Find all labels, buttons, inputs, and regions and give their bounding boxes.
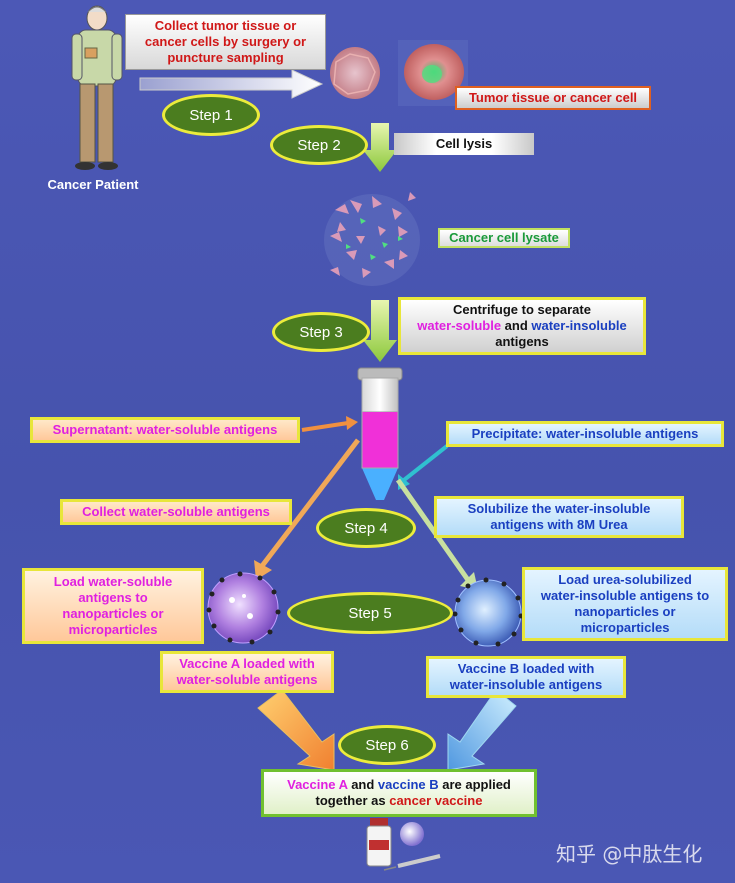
collect-tissue-box: Collect tumor tissue or cancer cells by … [125, 14, 326, 70]
arrow-vaccine-a-to-final [257, 689, 335, 771]
vaccine-particle [400, 822, 424, 846]
step2-badge: Step 2 [270, 125, 368, 165]
collect-line2: cancer cells by surgery or [144, 34, 307, 49]
supernatant-label: Supernatant: water-soluble antigens [30, 417, 300, 443]
centrifuge-insoluble: water-insoluble [531, 318, 627, 333]
final-vaccine-b: vaccine B [377, 777, 439, 792]
syringe [383, 854, 441, 871]
final-rest1: are applied [438, 777, 511, 792]
final-cancer-vaccine: cancer vaccine [389, 793, 483, 808]
centrifuge-line1: Centrifuge to separate [453, 302, 591, 317]
arrow-step2 [363, 123, 397, 172]
vaccine-a-line1: Vaccine A loaded with [179, 656, 315, 671]
load-urea-box: Load urea-solubilized water-insoluble an… [522, 567, 728, 641]
load-urea-line1: Load urea-solubilized [558, 572, 692, 587]
watermark: 知乎 @中肽生化 [556, 842, 703, 866]
arrow-vaccine-b-to-final [447, 689, 517, 771]
vaccine-b-line1: Vaccine B loaded with [457, 661, 595, 676]
precipitate-label: Precipitate: water-insoluble antigens [446, 421, 724, 447]
arrow-step3 [363, 300, 397, 362]
vaccine-b-box: Vaccine B loaded with water-insoluble an… [426, 656, 626, 698]
load-soluble-line4: microparticles [68, 622, 158, 637]
nanoparticle-a [206, 571, 281, 645]
vaccine-a-box: Vaccine A loaded with water-soluble anti… [160, 651, 334, 693]
load-soluble-line3: nanoparticles or [62, 606, 164, 621]
vaccine-b-line2: water-insoluble antigens [449, 677, 603, 692]
supernatant-pointer [301, 416, 358, 432]
centrifuge-and: and [501, 318, 532, 333]
load-soluble-line1: Load water-soluble [53, 574, 173, 589]
load-urea-line4: microparticles [580, 620, 670, 635]
load-urea-line2: water-insoluble antigens to [540, 588, 710, 603]
centrifuge-box: Centrifuge to separate water-soluble and… [398, 297, 646, 355]
solubilize-line2: antigens with 8M Urea [490, 517, 628, 532]
centrifuge-tube [357, 367, 403, 500]
final-vaccine-a: Vaccine A [287, 777, 348, 792]
step6-badge: Step 6 [338, 725, 436, 765]
collect-arrow [139, 69, 324, 99]
final-line2: together as cancer vaccine [316, 793, 483, 809]
load-soluble-line2: antigens to [78, 590, 148, 605]
cell-lysis-label: Cell lysis [394, 133, 534, 155]
step5-badge: Step 5 [287, 592, 453, 634]
centrifuge-soluble: water-soluble [417, 318, 502, 333]
lysate-label: Cancer cell lysate [438, 228, 570, 248]
load-urea-line3: nanoparticles or [574, 604, 676, 619]
patient-figure [71, 5, 123, 170]
solubilize-box: Solubilize the water-insoluble antigens … [434, 496, 684, 538]
cell-lysate-image [324, 192, 420, 286]
solubilize-line1: Solubilize the water-insoluble [467, 501, 651, 516]
collect-line1: Collect tumor tissue or [154, 18, 297, 33]
final-and: and [347, 777, 378, 792]
arrow-to-nano-a [254, 438, 360, 580]
final-line1: Vaccine A and vaccine B are applied [287, 777, 511, 793]
collect-soluble-label: Collect water-soluble antigens [60, 499, 292, 525]
tumor-label-box: Tumor tissue or cancer cell [455, 86, 651, 110]
centrifuge-line2: water-soluble and water-insoluble [417, 318, 627, 334]
tumor-tissue-image [330, 47, 380, 99]
step3-badge: Step 3 [272, 312, 370, 352]
vaccine-vial [366, 818, 392, 867]
nanoparticle-b [452, 577, 524, 647]
load-soluble-box: Load water-soluble antigens to nanoparti… [22, 568, 204, 644]
final-line2-pre: together as [315, 793, 390, 808]
patient-label: Cancer Patient [47, 177, 139, 192]
step1-badge: Step 1 [162, 94, 260, 136]
step4-badge: Step 4 [316, 508, 416, 548]
precipitate-pointer [398, 444, 449, 490]
collect-line3: puncture sampling [167, 50, 284, 65]
final-vaccine-box: Vaccine A and vaccine B are applied toge… [261, 769, 537, 817]
vaccine-a-line2: water-soluble antigens [176, 672, 318, 687]
centrifuge-line3: antigens [495, 334, 549, 349]
